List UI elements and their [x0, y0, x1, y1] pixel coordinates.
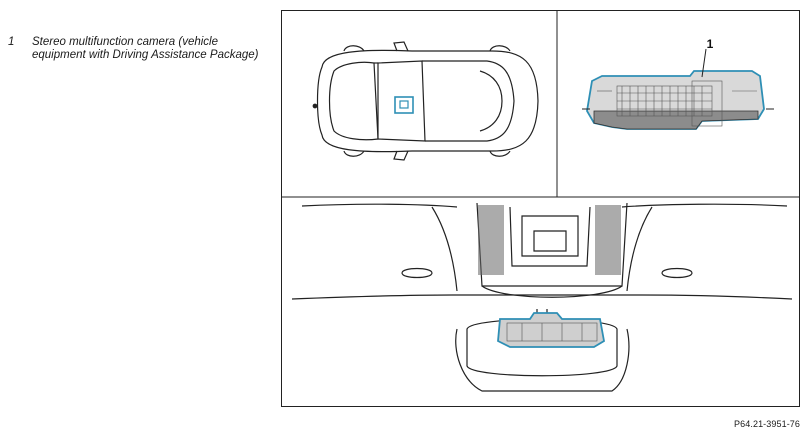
camera-behind-mirror	[497, 312, 605, 348]
callout-leader-line	[701, 48, 707, 78]
overhead-speaker-grilles	[478, 205, 621, 275]
camera-location-marker	[394, 96, 414, 114]
diagram-frame: 1	[281, 10, 800, 407]
camera-module-detail	[582, 48, 774, 130]
windscreen-interior-view	[291, 202, 793, 392]
diagram-svg: 1	[282, 11, 799, 392]
callout-label-1: 1	[707, 37, 714, 51]
legend-item-text: Stereo multifunction camera (vehicle equ…	[32, 36, 259, 61]
car-top-view	[312, 41, 539, 161]
figure-reference-code: P64.21-3951-76	[734, 419, 800, 429]
legend: 1 Stereo multifunction camera (vehicle e…	[8, 36, 268, 62]
legend-item-number: 1	[8, 36, 15, 48]
